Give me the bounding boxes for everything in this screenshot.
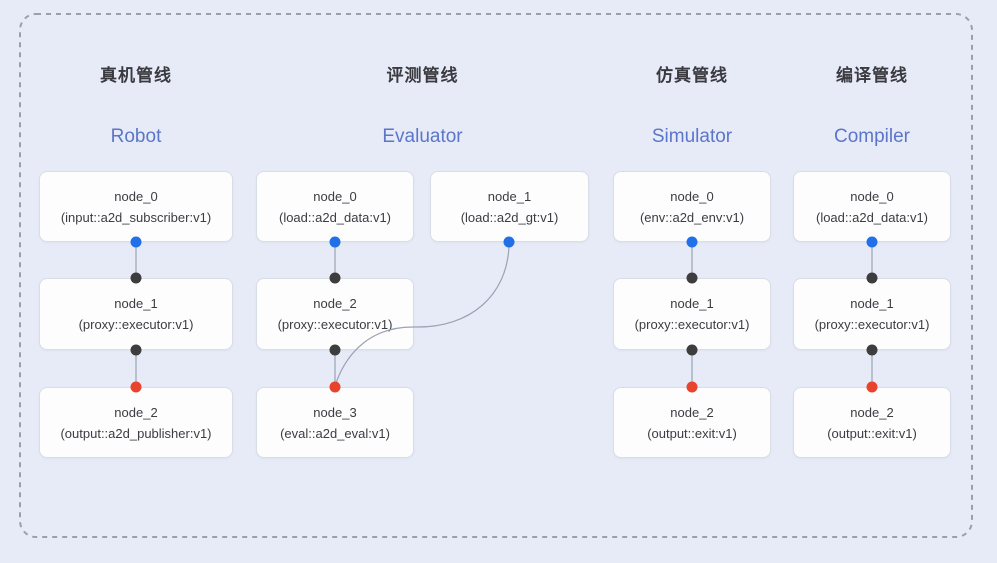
node-name: node_3 bbox=[313, 404, 357, 420]
node-name: node_1 bbox=[114, 296, 158, 311]
node-name: node_1 bbox=[850, 296, 894, 311]
evaluator-pipeline-title-en: Evaluator bbox=[382, 126, 463, 147]
compiler-pipeline-title-zh: 编译管线 bbox=[836, 66, 908, 85]
robot-node-2: node_2 (output::a2d_publisher:v1) bbox=[39, 387, 233, 458]
node-name: node_0 bbox=[114, 188, 158, 204]
node-type: (input::a2d_subscriber:v1) bbox=[60, 209, 212, 225]
evaluator-pipeline-title-zh: 评测管线 bbox=[386, 66, 459, 85]
node-type: (eval::a2d_eval:v1) bbox=[280, 425, 390, 441]
robot-node-1: node_1 (proxy::executor:v1) bbox=[39, 278, 233, 350]
node-type: (proxy::executor:v1) bbox=[277, 317, 393, 332]
node-name: node_2 bbox=[114, 404, 158, 420]
node-name: node_2 bbox=[313, 296, 357, 311]
compiler-pipeline-title-en: Compiler bbox=[833, 126, 911, 147]
node-name: node_0 bbox=[850, 188, 894, 204]
node-type: (output::exit:v1) bbox=[827, 425, 917, 441]
evaluator-node-0: node_0 (load::a2d_data:v1) bbox=[256, 171, 414, 242]
node-name: node_0 bbox=[670, 188, 714, 204]
robot-node-0: node_0 (input::a2d_subscriber:v1) bbox=[39, 171, 233, 242]
compiler-node-0: node_0 (load::a2d_data:v1) bbox=[793, 171, 951, 242]
robot-pipeline-title-en: Robot bbox=[110, 126, 162, 147]
simulator-pipeline-title-zh: 仿真管线 bbox=[656, 66, 728, 85]
node-type: (load::a2d_data:v1) bbox=[278, 209, 392, 225]
node-type: (output::exit:v1) bbox=[647, 425, 737, 441]
dashed-frame bbox=[19, 13, 973, 538]
node-name: node_1 bbox=[670, 296, 714, 311]
node-name: node_2 bbox=[670, 404, 714, 420]
compiler-node-2: node_2 (output::exit:v1) bbox=[793, 387, 951, 458]
simulator-node-2: node_2 (output::exit:v1) bbox=[613, 387, 771, 458]
node-name: node_1 bbox=[487, 188, 532, 204]
robot-pipeline-title-zh: 真机管线 bbox=[100, 66, 172, 85]
simulator-node-1: node_1 (proxy::executor:v1) bbox=[613, 278, 771, 350]
node-type: (env::a2d_env:v1) bbox=[639, 209, 745, 225]
node-name: node_2 bbox=[850, 404, 894, 420]
evaluator-node-1: node_1 (load::a2d_gt:v1) bbox=[430, 171, 589, 242]
node-type: (output::a2d_publisher:v1) bbox=[60, 425, 212, 441]
node-type: (load::a2d_gt:v1) bbox=[460, 209, 559, 225]
node-type: (load::a2d_data:v1) bbox=[815, 209, 929, 225]
node-type: (proxy::executor:v1) bbox=[78, 317, 194, 332]
node-type: (proxy::executor:v1) bbox=[634, 317, 750, 332]
evaluator-node-2: node_2 (proxy::executor:v1) bbox=[256, 278, 414, 350]
simulator-node-0: node_0 (env::a2d_env:v1) bbox=[613, 171, 771, 242]
compiler-node-1: node_1 (proxy::executor:v1) bbox=[793, 278, 951, 350]
node-name: node_0 bbox=[313, 188, 357, 204]
evaluator-node-3: node_3 (eval::a2d_eval:v1) bbox=[256, 387, 414, 458]
node-type: (proxy::executor:v1) bbox=[814, 317, 930, 332]
simulator-pipeline-title-en: Simulator bbox=[651, 126, 733, 147]
